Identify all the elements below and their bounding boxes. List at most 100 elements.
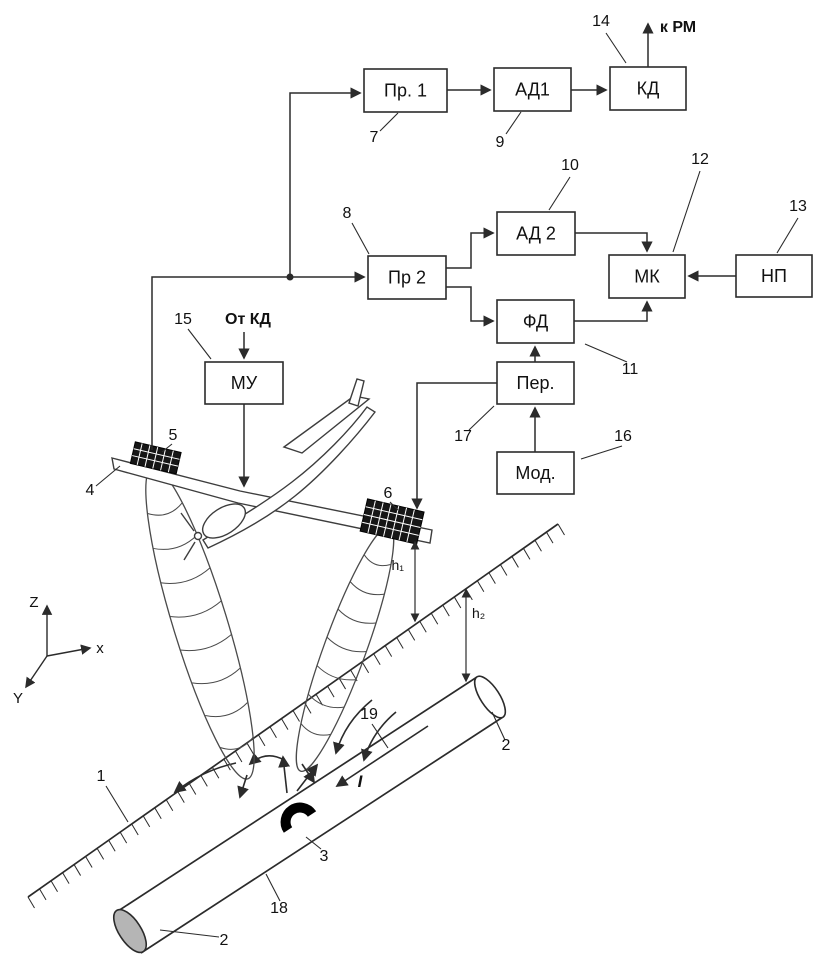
pipe-edge-top: [114, 676, 478, 914]
label-10: 10: [561, 157, 579, 174]
leader-2-near: [491, 711, 506, 741]
field-arrow-2: [361, 711, 397, 762]
block-pr2-label: Пр 2: [388, 268, 426, 288]
conn-pr2-fd: [446, 286, 495, 327]
label-4: 4: [86, 482, 95, 499]
field-arrows: [173, 699, 429, 794]
block-mod: Мод.: [496, 451, 575, 495]
leader-6: [389, 501, 399, 511]
connectors: [151, 22, 736, 510]
block-pr1-label: Пр. 1: [384, 81, 427, 101]
label-11: 11: [622, 361, 639, 378]
beam-left: [145, 466, 255, 780]
leader-2-far: [159, 929, 220, 938]
label-16: 16: [614, 428, 632, 445]
label-5: 5: [169, 427, 178, 444]
block-mk: МК: [608, 254, 686, 299]
conn-junction-pr1: [289, 87, 362, 277]
beam-right-tip-arrow: [301, 763, 315, 784]
leader-12: [672, 170, 701, 253]
beam-left-tip-arrow: [237, 774, 249, 799]
coordinate-axes: Z x Y: [13, 594, 104, 707]
ground-hatching: [27, 523, 565, 909]
conn-per-antenna6: [411, 382, 497, 510]
leader-lines: [95, 32, 799, 938]
label-18: 18: [270, 900, 288, 917]
label-13: 13: [789, 198, 807, 215]
leader-7: [379, 112, 399, 132]
leader-9: [505, 111, 522, 135]
leader-5: [161, 443, 173, 453]
pipe-end-near: [473, 675, 507, 719]
uav-nose-pod: [201, 503, 247, 539]
block-per-label: Пер.: [517, 373, 555, 393]
label-to-rm: к РМ: [660, 19, 696, 36]
block-mod-label: Мод.: [515, 463, 555, 483]
block-ad2: АД 2: [496, 211, 576, 256]
block-kd-label: КД: [637, 79, 660, 99]
label-14: 14: [592, 13, 610, 30]
label-17: 17: [454, 428, 472, 445]
block-np: НП: [735, 254, 813, 298]
pipe-defect-marker: [280, 802, 317, 833]
block-per: Пер.: [496, 361, 575, 405]
block-fd-label: ФД: [523, 312, 548, 332]
label-current: I: [358, 772, 364, 791]
leader-10: [548, 176, 571, 211]
uav-tail-fin: [348, 378, 365, 407]
uav-propeller-blade-1: [180, 512, 195, 532]
wing-antenna-5: [129, 441, 182, 475]
label-h1: h₁: [391, 557, 404, 573]
label-axis-y: Y: [13, 690, 23, 707]
block-np-label: НП: [761, 266, 787, 286]
leader-17: [468, 405, 495, 431]
block-mk-label: МК: [634, 267, 660, 287]
field-arrow-up: [278, 755, 291, 794]
block-ad1: АД1: [493, 67, 572, 112]
block-fd: ФД: [496, 299, 575, 344]
block-kd: КД: [609, 66, 687, 111]
uav-propeller-spinner: [193, 531, 203, 541]
block-mu: МУ: [204, 361, 284, 405]
label-from-kd: От КД: [225, 311, 271, 328]
pipe-edge-bottom: [140, 716, 504, 954]
current-arrow: [335, 725, 429, 787]
uav-aircraft: [111, 378, 433, 561]
label-3: 3: [320, 848, 329, 865]
pipeline: [112, 675, 507, 954]
label-6: 6: [384, 485, 393, 502]
axis-y: [25, 655, 48, 689]
leader-8: [351, 222, 370, 255]
leader-4: [95, 465, 121, 487]
label-axis-z: Z: [29, 594, 38, 611]
block-pr1: Пр. 1: [363, 68, 448, 113]
leader-11: [584, 343, 628, 363]
leader-13: [776, 217, 799, 254]
block-ad1-label: АД1: [515, 80, 550, 100]
field-arrow-hook-left: [248, 752, 285, 766]
conn-ad2-mk: [575, 232, 653, 253]
label-8: 8: [343, 205, 352, 222]
leader-15: [187, 328, 212, 360]
uav-propeller-blade-2: [183, 541, 196, 561]
leader-1: [105, 785, 129, 823]
block-mu-label: МУ: [231, 373, 258, 393]
label-9: 9: [496, 134, 505, 151]
label-2-near: 2: [502, 737, 511, 754]
leader-18: [265, 873, 281, 902]
beam-left-outline: [145, 466, 255, 780]
conn-pr2-ad2: [446, 227, 495, 269]
wing-antenna-6: [359, 498, 425, 545]
axis-x: [46, 644, 92, 657]
block-ad2-label: АД 2: [516, 224, 556, 244]
label-1: 1: [97, 768, 106, 785]
block-pr2: Пр 2: [367, 255, 447, 300]
leader-19: [371, 723, 389, 749]
leader-16: [580, 445, 623, 460]
beam-right: [295, 525, 395, 773]
leader-14: [605, 32, 627, 64]
label-12: 12: [691, 151, 709, 168]
label-19: 19: [360, 706, 378, 723]
